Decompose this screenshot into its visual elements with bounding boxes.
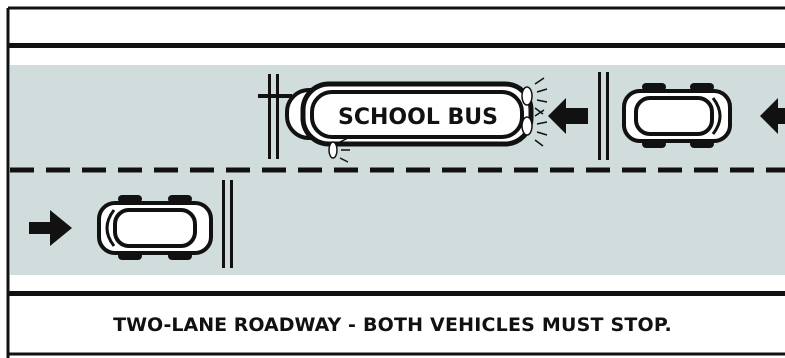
school-bus-label: SCHOOL BUS	[338, 105, 498, 130]
school-bus-icon	[285, 81, 534, 147]
flashing-light-icon	[328, 77, 548, 163]
arrow-left-icon-far	[760, 98, 785, 134]
car-icon-upper-lane	[622, 83, 732, 148]
arrow-right-icon	[29, 210, 72, 246]
road-bottom-edge	[8, 291, 785, 296]
diagram-frame	[6, 6, 785, 358]
stop-arm	[258, 94, 292, 98]
diagram-caption: TWO-LANE ROADWAY - BOTH VEHICLES MUST ST…	[0, 296, 785, 354]
arrow-left-icon	[548, 98, 588, 134]
stop-line-bus	[268, 74, 279, 159]
road-top-edge	[8, 43, 785, 48]
stop-line-car-behind-bus	[598, 72, 609, 160]
caption-emphasis: TWO-LANE ROADWAY	[113, 314, 342, 336]
caption-rest: - BOTH VEHICLES MUST STOP.	[341, 314, 672, 336]
car-icon-lower-lane	[97, 195, 213, 260]
stop-line-oncoming-car	[222, 180, 233, 268]
